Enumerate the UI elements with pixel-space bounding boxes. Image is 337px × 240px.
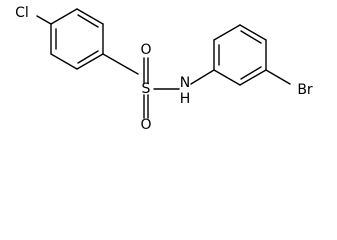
ring1-bond-top-right [76, 8, 104, 25]
sulfur-label: S [142, 81, 151, 97]
molecule-structure: Cl S O O N H Br [15, 5, 313, 131]
carbon-sulfur-bond [102, 53, 139, 75]
carbon-chlorine-bond [36, 15, 52, 25]
ring2-bond-top-left [213, 24, 241, 41]
chlorine-label: Cl [15, 5, 29, 21]
ring2-bond-bottom-right [239, 69, 267, 86]
ring2-double-bottom-right [240, 66, 262, 80]
oxygen-top-label: O [140, 42, 151, 58]
ring2-bond-bottom-left [213, 69, 241, 86]
ring1-bond-bottom-left [50, 53, 78, 70]
ring1-bond-top-left [50, 8, 78, 25]
ring1-bond-bottom-right [76, 53, 104, 70]
chlorophenyl-ring [50, 8, 104, 70]
carbon-bromine-bond [265, 69, 291, 85]
ring2-bond-top-right [239, 24, 267, 41]
bromine-label: Br [297, 82, 313, 98]
nitrogen-carbon-bond [190, 69, 215, 85]
ring1-double-top-right [77, 14, 99, 28]
hydrogen-label: H [180, 91, 191, 107]
ring1-double-bottom-right [77, 50, 99, 64]
ring2-double-top-right [240, 30, 262, 44]
oxygen-bottom-label: O [140, 117, 151, 131]
bromophenyl-ring [213, 24, 267, 86]
nitrogen-hydrogen-label: N H [180, 75, 191, 107]
nitrogen-label: N [180, 75, 190, 91]
